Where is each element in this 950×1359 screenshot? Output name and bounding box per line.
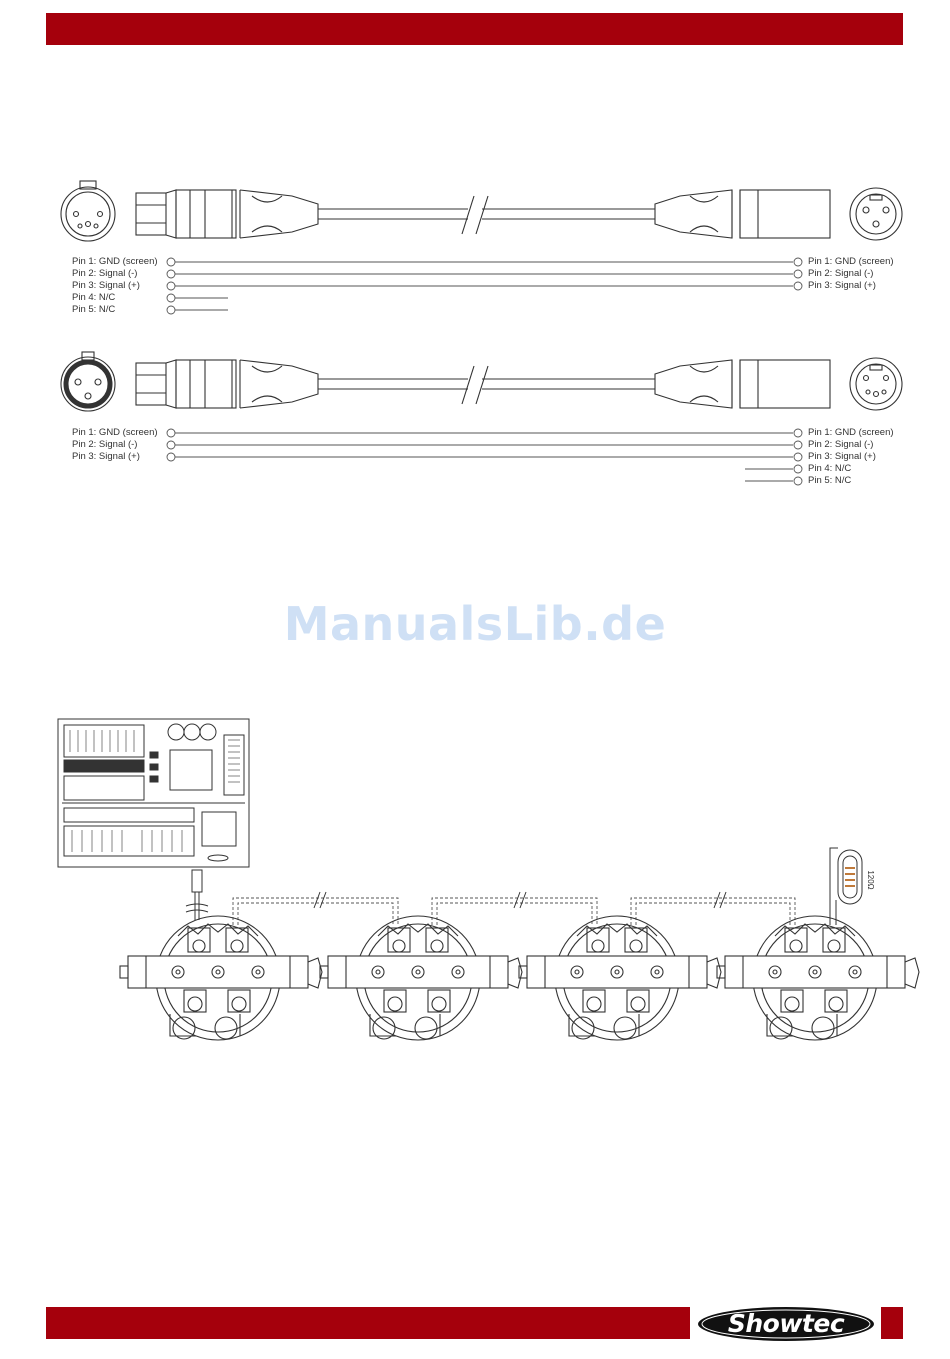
showtec-logo: Showtec	[694, 1304, 878, 1344]
fixture-2	[320, 916, 522, 1040]
footer-bar-end	[881, 1307, 903, 1339]
terminator-resistor	[830, 848, 862, 925]
fixture-4	[717, 916, 919, 1040]
footer-bar	[46, 1307, 690, 1339]
fixture-1	[120, 916, 322, 1040]
console-output-cable	[186, 870, 208, 920]
lighting-console	[58, 719, 249, 867]
fixture-3	[519, 916, 721, 1040]
cable-breaks	[314, 892, 726, 908]
dmx-link-cables	[233, 898, 795, 925]
resistor-label: 120Ω	[866, 870, 875, 889]
